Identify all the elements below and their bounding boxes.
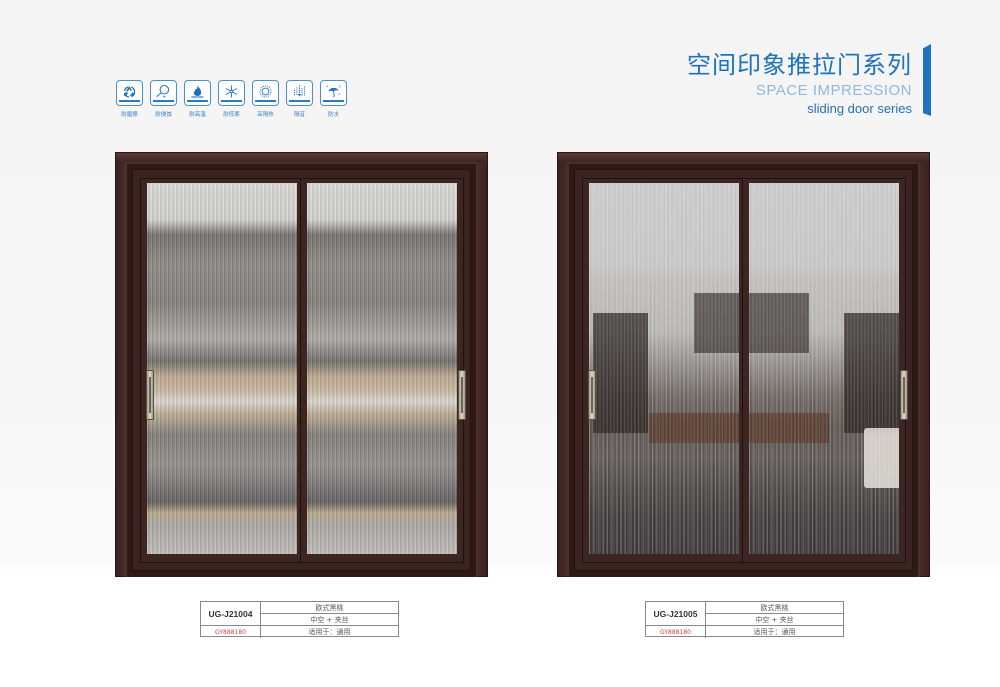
model-number: UG-J21005 — [646, 602, 706, 626]
feature-abrasion: 耐磨擦 — [116, 80, 143, 118]
door-sash-left — [582, 178, 746, 563]
room-cabinet — [749, 413, 829, 443]
series-title-cn: 空间印象推拉门系列 — [687, 51, 912, 79]
textured-glass-panel — [147, 183, 297, 554]
finish-color: 欧式黑桃 — [261, 602, 398, 614]
door-handle-left — [146, 370, 154, 420]
flame-icon — [184, 80, 211, 106]
door-handle-left — [588, 370, 596, 420]
feature-label: 隔音 — [293, 112, 305, 118]
feature-label: 耐磨擦 — [121, 112, 138, 118]
series-subtitle-en: sliding door series — [807, 101, 912, 116]
rain-overlay — [589, 183, 739, 554]
door-handle-right — [458, 370, 466, 420]
room-bookshelf — [593, 313, 648, 433]
series-title-block: 空间印象推拉门系列 SPACE IMPRESSION sliding door … — [687, 50, 912, 118]
door-image-ug-j21005 — [557, 152, 930, 577]
feature-waterproof: 防水 — [320, 80, 347, 118]
textured-glass-panel — [307, 183, 457, 554]
product-code: GY888180 — [201, 626, 261, 638]
rain-overlay — [749, 183, 899, 554]
room-tv-wall — [749, 293, 809, 353]
door-sash-right — [300, 178, 464, 563]
title-accent-bar — [923, 44, 931, 116]
feature-label: 耐侵蚀 — [155, 112, 172, 118]
door-image-ug-j21004 — [115, 152, 488, 577]
feature-insulation: 高隔热 — [252, 80, 279, 118]
spec-table-ug-j21004: UG-J21004 欧式黑桃 中空 + 夹丝 GY888180 适用于：通用 — [200, 601, 399, 638]
rain-glass-panel — [749, 183, 899, 554]
sound-wave-icon — [286, 80, 313, 106]
usage: 适用于：通用 — [308, 628, 351, 636]
room-sofa — [864, 428, 899, 488]
umbrella-rain-icon — [320, 80, 347, 106]
feature-icons: 耐磨擦 耐侵蚀 耐高温 耐低寒 高隔热 隔音 防水 — [116, 80, 347, 118]
magnifier-drop-icon — [150, 80, 177, 106]
feature-corrosion: 耐侵蚀 — [150, 80, 177, 118]
usage: 适用于：通用 — [753, 628, 796, 636]
model-number: UG-J21004 — [201, 602, 261, 626]
door-sash-left — [140, 178, 304, 563]
feature-label: 防水 — [327, 112, 339, 118]
door-sash-right — [742, 178, 906, 563]
feature-label: 耐高温 — [189, 112, 206, 118]
room-bookshelf — [844, 313, 899, 433]
feature-label: 耐低寒 — [223, 112, 240, 118]
feature-cold: 耐低寒 — [218, 80, 245, 118]
door-handle-right — [900, 370, 908, 420]
floor — [0, 580, 1000, 687]
sun-icon — [252, 80, 279, 106]
rain-glass-panel — [589, 183, 739, 554]
product-code: GY888180 — [646, 626, 706, 638]
recycle-icon — [116, 80, 143, 106]
feature-heat: 耐高温 — [184, 80, 211, 118]
series-title-en: SPACE IMPRESSION — [755, 82, 912, 99]
feature-label: 高隔热 — [257, 112, 274, 118]
feature-soundproof: 隔音 — [286, 80, 313, 118]
finish-color: 欧式黑桃 — [706, 602, 843, 614]
snowflake-icon — [218, 80, 245, 106]
spec-table-ug-j21005: UG-J21005 欧式黑桃 中空 + 夹丝 GY888180 适用于：通用 — [645, 601, 844, 638]
room-cabinet — [649, 413, 739, 443]
glass-type: 中空 + 夹丝 — [261, 614, 398, 626]
room-tv-wall — [694, 293, 739, 353]
glass-type: 中空 + 夹丝 — [706, 614, 843, 626]
